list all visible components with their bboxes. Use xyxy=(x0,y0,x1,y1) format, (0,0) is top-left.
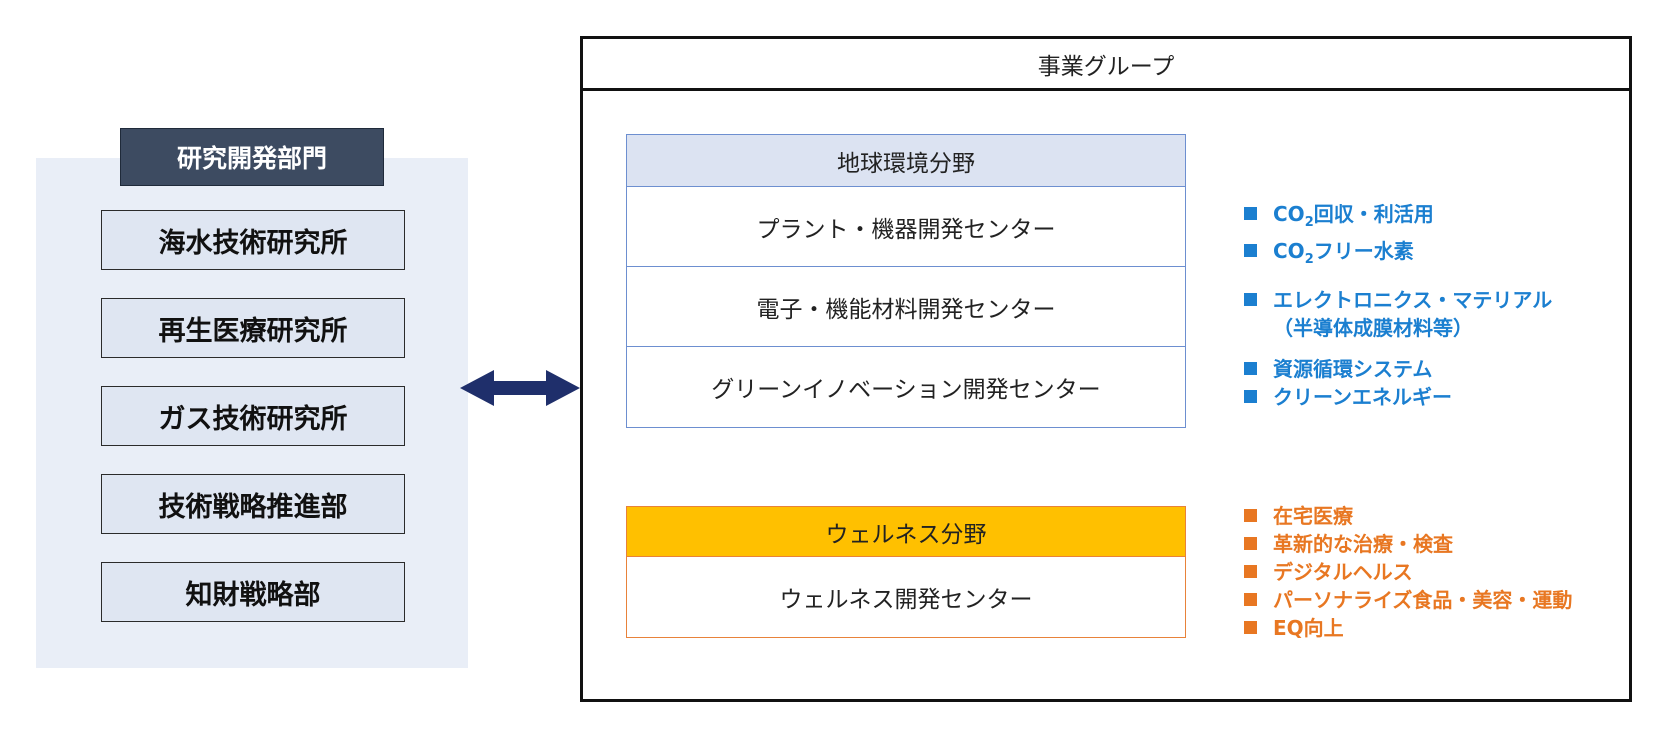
square-bullet-icon xyxy=(1244,207,1257,220)
topic-co2-free-hydrogen: CO2フリー水素 xyxy=(1244,237,1434,274)
double-arrow-icon xyxy=(460,370,580,406)
topic-home-medical: 在宅医療 xyxy=(1244,502,1572,530)
rd-item-ip-strategy: 知財戦略部 xyxy=(101,562,405,622)
topic-clean-energy: クリーンエネルギー xyxy=(1244,383,1452,411)
square-bullet-icon xyxy=(1244,244,1257,257)
center-green-innovation: グリーンイノベーション開発センター xyxy=(627,347,1185,427)
square-bullet-icon xyxy=(1244,390,1257,403)
square-bullet-icon xyxy=(1244,509,1257,522)
business-group-title: 事業グループ xyxy=(583,39,1629,91)
center-plant: プラント・機器開発センター xyxy=(627,187,1185,267)
square-bullet-icon xyxy=(1244,565,1257,578)
topics-earth-group-3: 資源循環システム クリーンエネルギー xyxy=(1244,355,1452,411)
rd-item-regenerative: 再生医療研究所 xyxy=(101,298,405,358)
rd-item-seawater: 海水技術研究所 xyxy=(101,210,405,270)
topics-earth-group-2: エレクトロニクス・マテリアル （半導体成膜材料等） xyxy=(1244,286,1552,342)
business-group-frame: 事業グループ xyxy=(580,36,1632,702)
topic-digital-health: デジタルヘルス xyxy=(1244,558,1572,586)
rd-item-gas: ガス技術研究所 xyxy=(101,386,405,446)
square-bullet-icon xyxy=(1244,593,1257,606)
square-bullet-icon xyxy=(1244,537,1257,550)
topic-personalized: パーソナライズ食品・美容・運動 xyxy=(1244,586,1572,614)
center-wellness: ウェルネス開発センター xyxy=(627,557,1185,637)
topic-co2-recovery: CO2回収・利活用 xyxy=(1244,200,1434,237)
center-electronic-materials: 電子・機能材料開発センター xyxy=(627,267,1185,347)
rd-header: 研究開発部門 xyxy=(120,128,384,186)
earth-field: 地球環境分野 プラント・機器開発センター 電子・機能材料開発センター グリーンイ… xyxy=(626,134,1186,428)
earth-field-title: 地球環境分野 xyxy=(627,135,1185,187)
topic-eq-improvement: EQ向上 xyxy=(1244,614,1572,642)
topics-earth-group-1: CO2回収・利活用 CO2フリー水素 xyxy=(1244,200,1434,274)
square-bullet-icon xyxy=(1244,362,1257,375)
wellness-field: ウェルネス分野 ウェルネス開発センター xyxy=(626,506,1186,638)
topic-innovative-treatment: 革新的な治療・検査 xyxy=(1244,530,1572,558)
rd-item-tech-strategy: 技術戦略推進部 xyxy=(101,474,405,534)
topic-resource-circulation: 資源循環システム xyxy=(1244,355,1452,383)
wellness-field-title: ウェルネス分野 xyxy=(627,507,1185,557)
square-bullet-icon xyxy=(1244,293,1257,306)
topics-wellness: 在宅医療 革新的な治療・検査 デジタルヘルス パーソナライズ食品・美容・運動 E… xyxy=(1244,502,1572,642)
topic-electronics-material-note: （半導体成膜材料等） xyxy=(1273,316,1473,340)
square-bullet-icon xyxy=(1244,621,1257,634)
topic-electronics-material: エレクトロニクス・マテリアル xyxy=(1244,286,1552,314)
